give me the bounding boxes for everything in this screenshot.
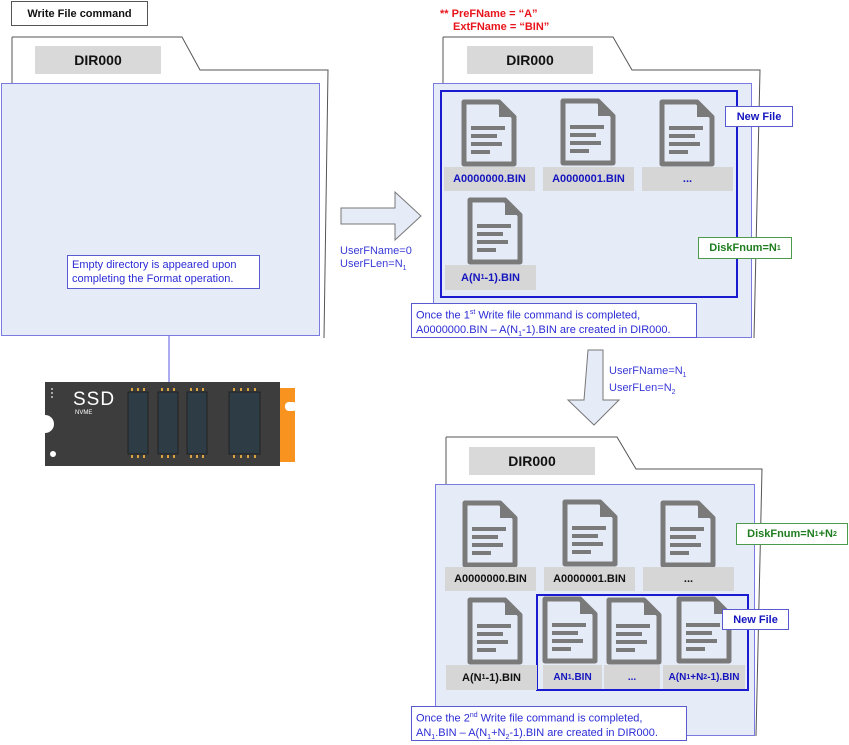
prefname-line: ** PreFName = “A” bbox=[440, 8, 538, 20]
dir-label-step2: DIR000 bbox=[469, 447, 595, 475]
empty-directory-note: Empty directory is appeared upon complet… bbox=[67, 255, 260, 289]
note-line: AN1.BIN – A(N1+N2-1).BIN are created in … bbox=[416, 726, 658, 741]
dir-label-initial: DIR000 bbox=[35, 46, 161, 74]
file-icon bbox=[606, 597, 662, 665]
new-file-label-step1: New File bbox=[725, 106, 793, 127]
arrow-down-step2 bbox=[566, 349, 621, 426]
extfname-line: ExtFName = “BIN” bbox=[453, 21, 550, 33]
file-name: ... bbox=[643, 567, 734, 591]
file-icon bbox=[467, 597, 523, 665]
ssd-mount-hole bbox=[36, 415, 54, 433]
user-fname-param: UserFName=N1 bbox=[609, 365, 687, 380]
ssd-device bbox=[36, 382, 297, 466]
note-line: completing the Format operation. bbox=[72, 273, 234, 285]
ssd-connector-notch bbox=[285, 402, 297, 411]
arrow-right-step1 bbox=[340, 190, 422, 242]
file-icon bbox=[659, 99, 715, 167]
ssd-chip bbox=[157, 391, 179, 455]
step1-completion-note: Once the 1st Write file command is compl… bbox=[411, 303, 697, 338]
user-flen-param: UserFLen=N1 bbox=[340, 258, 407, 273]
ssd-dot bbox=[51, 388, 53, 390]
user-fname-param: UserFName=0 bbox=[340, 245, 412, 257]
ssd-chip bbox=[127, 391, 149, 455]
step1-params: UserFName=0 UserFLen=N1 bbox=[340, 245, 412, 275]
note-line: A0000000.BIN – A(N1-1).BIN are created i… bbox=[416, 323, 671, 338]
file-name: A0000001.BIN bbox=[544, 567, 635, 591]
file-name: A0000001.BIN bbox=[543, 167, 634, 191]
new-file-group-step1 bbox=[440, 90, 738, 298]
title-box: Write File command bbox=[11, 1, 148, 26]
prefname-extfname-note: ** PreFName = “A” ExtFName = “BIN” bbox=[440, 8, 549, 34]
ssd-screw-dot bbox=[50, 451, 56, 457]
file-icon bbox=[542, 596, 598, 664]
ssd-dot bbox=[51, 392, 53, 394]
file-icon bbox=[660, 500, 716, 568]
ssd-chip-pins bbox=[131, 388, 256, 458]
ssd-chip bbox=[228, 391, 261, 455]
ssd-sublabel: NVME bbox=[75, 410, 93, 416]
step2-params: UserFName=N1 UserFLen=N2 bbox=[609, 365, 687, 399]
file-icon bbox=[461, 99, 517, 167]
new-file-group-step2 bbox=[536, 594, 749, 691]
note-line: Once the 2nd Write file command is compl… bbox=[416, 712, 643, 725]
file-name: ... bbox=[642, 167, 733, 191]
file-icon bbox=[462, 500, 518, 568]
file-icon bbox=[562, 499, 618, 567]
file-icon bbox=[467, 197, 523, 265]
ssd-connector bbox=[278, 388, 295, 462]
ssd-chip bbox=[186, 391, 208, 455]
step2-completion-note: Once the 2nd Write file command is compl… bbox=[411, 706, 687, 741]
file-name: A0000000.BIN bbox=[444, 167, 535, 191]
file-name: A0000000.BIN bbox=[445, 567, 536, 591]
new-file-label-step2: New File bbox=[722, 609, 789, 630]
dir-label-step1: DIR000 bbox=[467, 46, 593, 74]
file-name: ... bbox=[604, 665, 660, 689]
ssd-dot bbox=[51, 396, 53, 398]
file-icon bbox=[676, 596, 732, 664]
file-icon bbox=[560, 98, 616, 166]
ssd-label: SSD bbox=[73, 389, 116, 410]
note-line: Once the 1st Write file command is compl… bbox=[416, 309, 641, 322]
note-line: Empty directory is appeared upon bbox=[72, 259, 237, 271]
folder-panel-initial bbox=[1, 83, 320, 336]
user-flen-param: UserFLen=N2 bbox=[609, 382, 676, 397]
